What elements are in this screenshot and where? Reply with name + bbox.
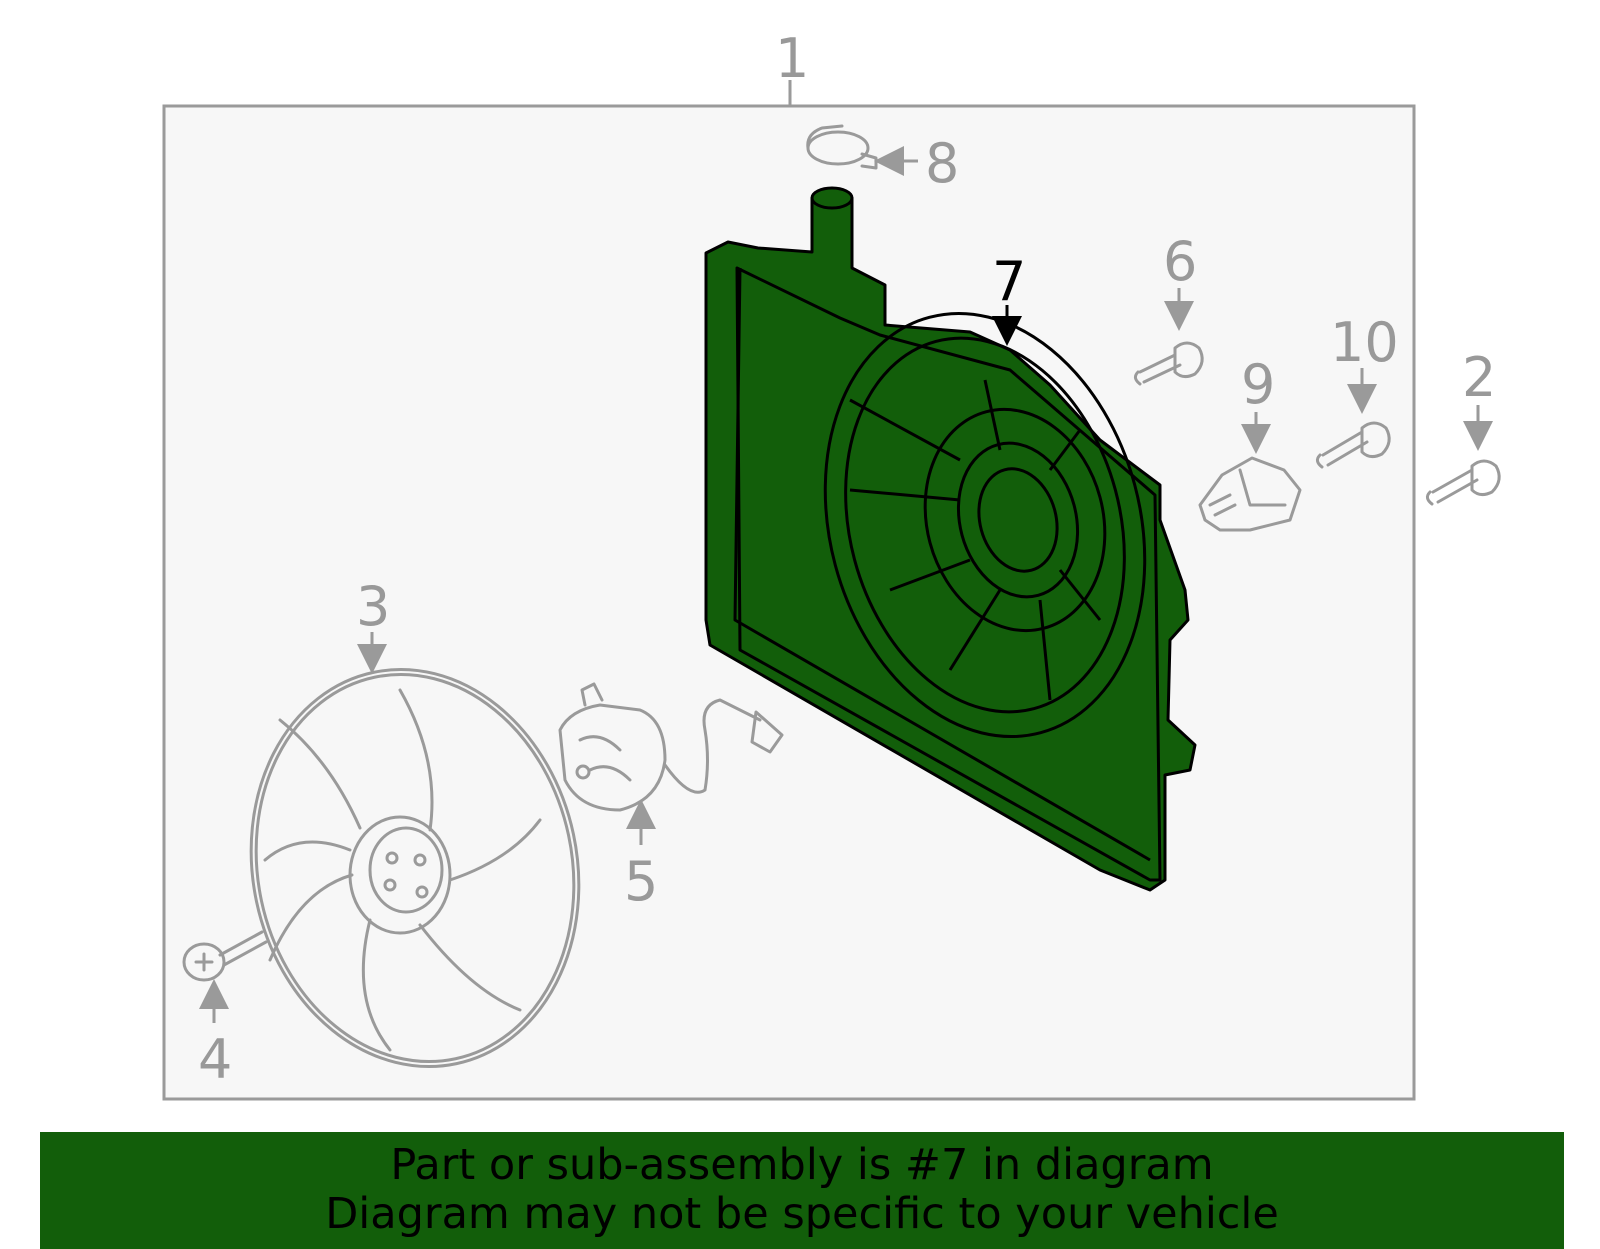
callout-2: 2 xyxy=(1462,346,1496,409)
callout-9: 9 xyxy=(1241,353,1275,416)
part-7-fan-shroud[interactable] xyxy=(704,186,1197,892)
part-4-screw[interactable] xyxy=(182,930,268,1023)
callout-4: 4 xyxy=(198,1028,232,1091)
part-6-bolt[interactable] xyxy=(1133,288,1204,386)
callout-8: 8 xyxy=(925,132,959,195)
callout-6: 6 xyxy=(1163,230,1197,293)
part-8-cap[interactable] xyxy=(806,124,918,176)
callout-7: 7 xyxy=(992,250,1026,313)
info-banner: Part or sub-assembly is #7 in diagram Di… xyxy=(40,1132,1564,1249)
part-3-fan-blade[interactable] xyxy=(215,632,615,1097)
part-10-bolt[interactable] xyxy=(1315,368,1391,469)
callout-3: 3 xyxy=(356,575,390,638)
callout-1: 1 xyxy=(775,27,809,90)
banner-line-1: Part or sub-assembly is #7 in diagram xyxy=(390,1140,1214,1190)
part-5-fan-motor[interactable] xyxy=(558,682,784,845)
callout-5: 5 xyxy=(624,850,658,913)
banner-line-2: Diagram may not be specific to your vehi… xyxy=(325,1189,1279,1239)
callout-10: 10 xyxy=(1330,311,1399,374)
part-2-bolt[interactable] xyxy=(1425,405,1501,506)
part-9-resistor[interactable] xyxy=(1198,412,1302,532)
